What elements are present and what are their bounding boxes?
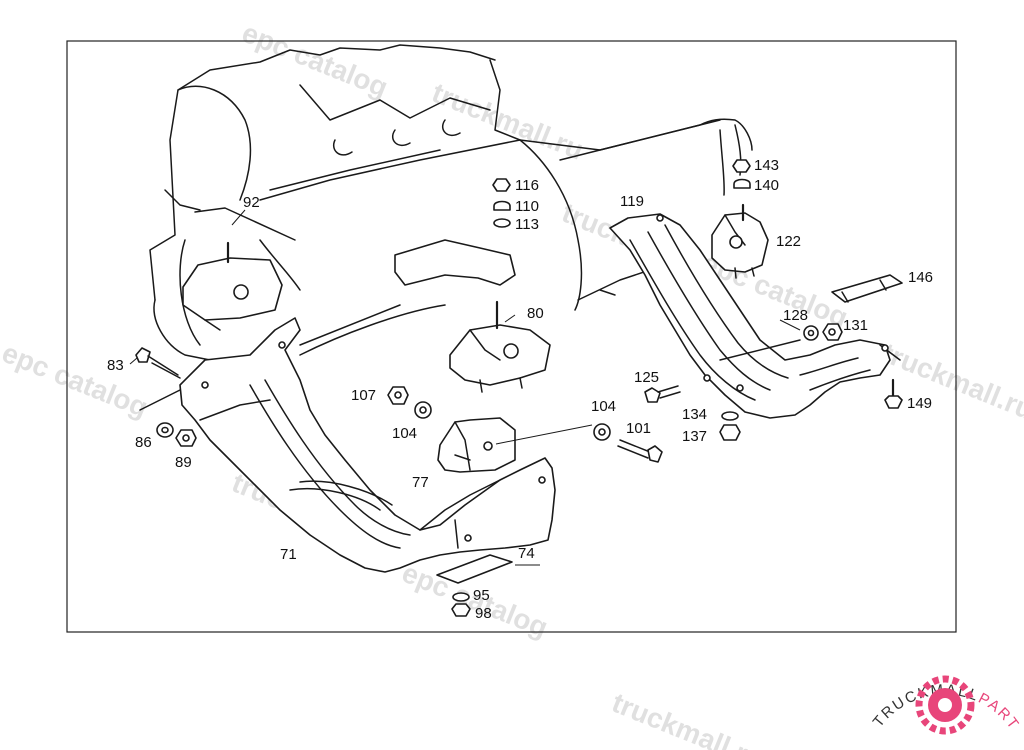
callout-149[interactable]: 149 xyxy=(907,395,932,412)
callout-104-left[interactable]: 104 xyxy=(392,425,417,442)
watermarks: epc catalog truckmall.ru epc catalog tru… xyxy=(0,17,1024,750)
callout-80[interactable]: 80 xyxy=(527,305,544,322)
clip-140 xyxy=(733,178,751,189)
watermark-text: epc catalog xyxy=(0,337,152,423)
bolt-125 xyxy=(644,385,681,403)
washer-128 xyxy=(803,325,819,341)
leader-lines xyxy=(129,209,801,566)
washer-104-left xyxy=(414,401,432,419)
callout-110[interactable]: 110 xyxy=(515,198,539,215)
callout-77[interactable]: 77 xyxy=(412,474,429,491)
callout-143[interactable]: 143 xyxy=(754,157,779,174)
callout-107[interactable]: 107 xyxy=(351,387,376,404)
gear-icon xyxy=(915,675,975,735)
callout-140[interactable]: 140 xyxy=(754,177,779,194)
bolt-149 xyxy=(884,378,903,409)
nut-131 xyxy=(822,323,843,341)
callout-83[interactable]: 83 xyxy=(107,357,124,374)
nut-143 xyxy=(732,159,751,173)
diagram-frame xyxy=(66,40,957,633)
nut-116 xyxy=(492,178,511,192)
plate-74 xyxy=(436,554,513,584)
bracket-mid xyxy=(394,239,516,286)
crossmember-119 xyxy=(609,213,901,419)
callout-122[interactable]: 122 xyxy=(776,233,801,250)
washer-113 xyxy=(493,218,511,228)
plate-146 xyxy=(831,274,903,303)
callout-137[interactable]: 137 xyxy=(682,428,707,445)
callout-113[interactable]: 113 xyxy=(515,216,539,233)
callout-74[interactable]: 74 xyxy=(518,545,535,562)
callout-101[interactable]: 101 xyxy=(626,420,651,437)
bolt-83 xyxy=(135,347,181,379)
washer-104-right xyxy=(593,423,611,441)
crossmember-71 xyxy=(139,304,556,573)
watermark-text: truckmall.ru xyxy=(608,687,768,750)
callout-128[interactable]: 128 xyxy=(783,307,808,324)
engine-block xyxy=(149,44,753,361)
callout-92[interactable]: 92 xyxy=(243,194,260,211)
callout-89[interactable]: 89 xyxy=(175,454,192,471)
watermark-text: truckmall.ru xyxy=(878,337,1024,426)
washer-95 xyxy=(452,592,470,602)
callout-119[interactable]: 119 xyxy=(620,193,644,210)
bolt-101 xyxy=(617,439,663,463)
callout-116[interactable]: 116 xyxy=(515,177,539,194)
clip-110 xyxy=(493,200,511,211)
callout-98[interactable]: 98 xyxy=(475,605,492,622)
callout-146[interactable]: 146 xyxy=(908,269,933,286)
engine-mount-left-92 xyxy=(182,207,296,331)
nut-89 xyxy=(175,429,197,447)
nut-137 xyxy=(719,424,741,441)
callout-71[interactable]: 71 xyxy=(280,546,297,563)
watermark-text: epc catalog xyxy=(238,17,392,103)
watermark-text: truckmall.ru xyxy=(428,77,588,166)
callout-95[interactable]: 95 xyxy=(473,587,490,604)
callouts: 92 83 86 89 71 74 95 98 77 107 104 104 1… xyxy=(107,157,933,622)
callout-134[interactable]: 134 xyxy=(682,406,707,423)
callout-104-right[interactable]: 104 xyxy=(591,398,616,415)
callout-125[interactable]: 125 xyxy=(634,369,659,386)
transmission-mount-122 xyxy=(711,203,769,279)
engine-mount-77 xyxy=(437,417,593,473)
nut-98 xyxy=(451,603,471,617)
callout-131[interactable]: 131 xyxy=(843,317,868,334)
nut-107 xyxy=(387,386,409,405)
engine-mount-80 xyxy=(449,300,551,393)
callout-86[interactable]: 86 xyxy=(135,434,152,451)
washer-86 xyxy=(156,422,174,438)
washer-134 xyxy=(721,411,739,421)
